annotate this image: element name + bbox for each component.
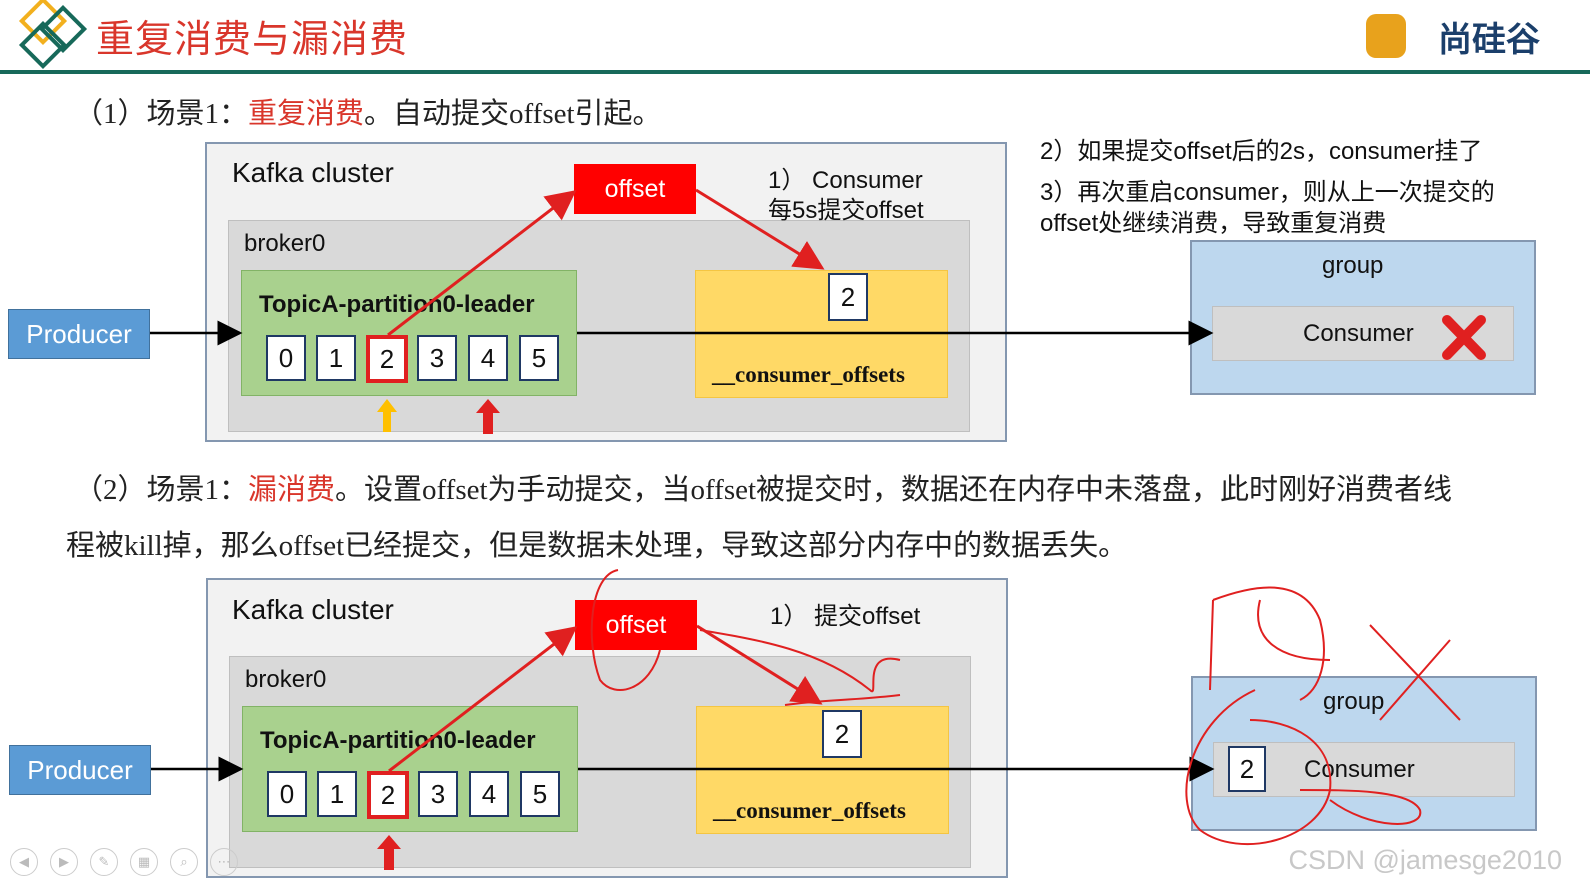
committed-offset-1: 2 <box>828 273 868 321</box>
offset-cell-2-highlighted: 2 <box>367 771 409 819</box>
offset-cell-4: 4 <box>469 771 509 817</box>
step1-2: 1） 提交offset <box>770 603 921 630</box>
scene1-highlight: 重复消费 <box>248 98 365 130</box>
group-label-1: group <box>1322 252 1384 279</box>
scene2-prefix: （2）场景1： <box>74 474 249 506</box>
zoom-icon[interactable]: ⌕ <box>170 848 198 876</box>
scene1-suffix: 。自动提交offset引起。 <box>364 98 662 130</box>
slides-icon[interactable]: ▦ <box>130 848 158 876</box>
cluster-label-1: Kafka cluster <box>232 157 394 188</box>
offset-cell-5: 5 <box>520 771 560 817</box>
consumer-offset-value: 2 <box>1228 746 1266 792</box>
offset-cell-4: 4 <box>468 335 508 381</box>
offset-cell-3: 3 <box>417 335 457 381</box>
scene1-prefix: （1）场景1： <box>74 98 249 130</box>
scene2-line2: 程被kill掉，那么offset已经提交，但是数据未处理，导致这部分内存中的数据… <box>66 530 1128 562</box>
offset-cell-5: 5 <box>519 335 559 381</box>
partition-label-2: TopicA-partition0-leader <box>260 727 536 754</box>
note3-line1: 3）再次重启consumer，则从上一次提交的 <box>1040 179 1495 206</box>
offset-cell-0: 0 <box>267 771 307 817</box>
watermark: CSDN @jamesge2010 <box>1288 845 1562 875</box>
note3-line2: offset处继续消费，导致重复消费 <box>1040 210 1387 237</box>
group-label-2: group <box>1323 688 1385 715</box>
producer-2: Producer <box>9 745 151 795</box>
offset-box-2: offset <box>575 600 697 650</box>
broker-label-2: broker0 <box>245 666 327 693</box>
brand-name: 尚硅谷 <box>1438 20 1540 60</box>
previous-icon[interactable]: ◀ <box>10 848 38 876</box>
scene2-highlight: 漏消费 <box>248 474 336 506</box>
offset-cell-1: 1 <box>316 335 356 381</box>
diamond-logo-icon <box>18 0 88 70</box>
header-divider <box>0 70 1590 74</box>
broker-label-1: broker0 <box>244 230 326 257</box>
scene2-suffix: 。设置offset为手动提交，当offset被提交时，数据还在内存中未落盘，此时… <box>335 474 1453 506</box>
consumer-offsets-label-1: __consumer_offsets <box>712 362 905 387</box>
brand-logo-icon <box>1366 14 1406 58</box>
scene1-text: （1）场景1：重复消费。自动提交offset引起。 <box>74 90 662 132</box>
consumer-label-1: Consumer <box>1303 320 1414 347</box>
offset-cell-1: 1 <box>317 771 357 817</box>
offset-cell-3: 3 <box>418 771 458 817</box>
offset-cell-0: 0 <box>266 335 306 381</box>
offset-cell-2-highlighted: 2 <box>366 335 408 383</box>
pen-icon[interactable]: ✎ <box>90 848 118 876</box>
cluster-label-2: Kafka cluster <box>232 594 394 625</box>
consumer-offsets-label-2: __consumer_offsets <box>713 798 906 823</box>
step1-line2: 每5s提交offset <box>768 197 924 224</box>
committed-offset-2: 2 <box>822 710 862 758</box>
note2: 2）如果提交offset后的2s，consumer挂了 <box>1040 138 1483 165</box>
presentation-controls: ◀ ▶ ✎ ▦ ⌕ ⋯ <box>10 848 238 876</box>
partition-label-1: TopicA-partition0-leader <box>259 291 535 318</box>
more-icon[interactable]: ⋯ <box>210 848 238 876</box>
consumer-label-2: Consumer <box>1304 756 1415 783</box>
scene2-text: （2）场景1：漏消费。设置offset为手动提交，当offset被提交时，数据还… <box>74 466 1452 508</box>
next-icon[interactable]: ▶ <box>50 848 78 876</box>
offset-box-1: offset <box>574 164 696 214</box>
page-title: 重复消费与漏消费 <box>96 17 409 61</box>
producer-1: Producer <box>8 309 150 359</box>
